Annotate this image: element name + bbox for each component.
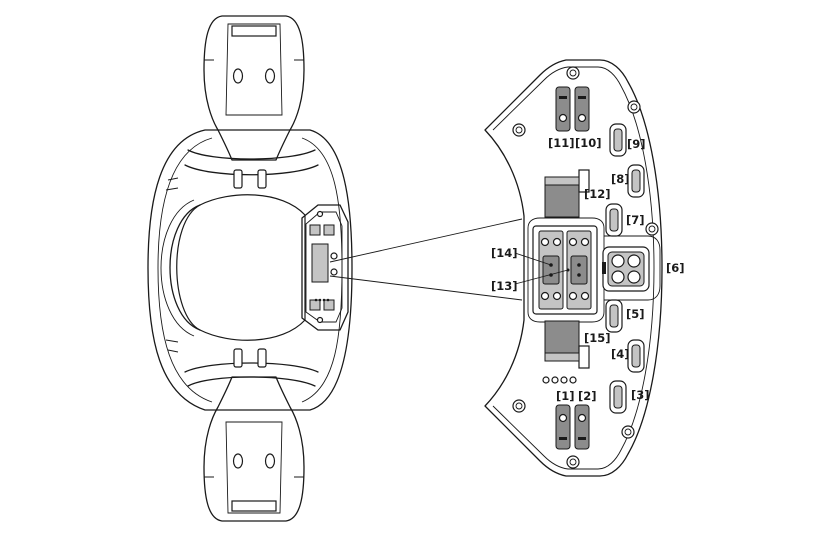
connector-panel-detail [484,59,663,477]
projection-lines [329,218,523,301]
callout-6: [6] [666,261,685,275]
callout-12: [12] [584,187,611,201]
callout-7: [7] [626,213,645,227]
callout-9: [9] [627,137,646,151]
callout-15: [15] [584,331,611,345]
callout-1: [1] [556,389,575,403]
callout-4: [4] [611,347,630,361]
robot-body-top-view [147,15,353,522]
callout-10: [10] [575,136,602,150]
callout-13: [13] [491,279,518,293]
callout-11: [11] [548,136,575,150]
callout-2: [2] [578,389,597,403]
callout-14: [14] [491,246,518,260]
callout-8: [8] [611,172,630,186]
callout-5: [5] [626,307,645,321]
callout-3: [3] [631,388,650,402]
callout-labels: [1] [2] [3] [4] [5] [6] [7] [8] [9] [10]… [491,136,685,403]
